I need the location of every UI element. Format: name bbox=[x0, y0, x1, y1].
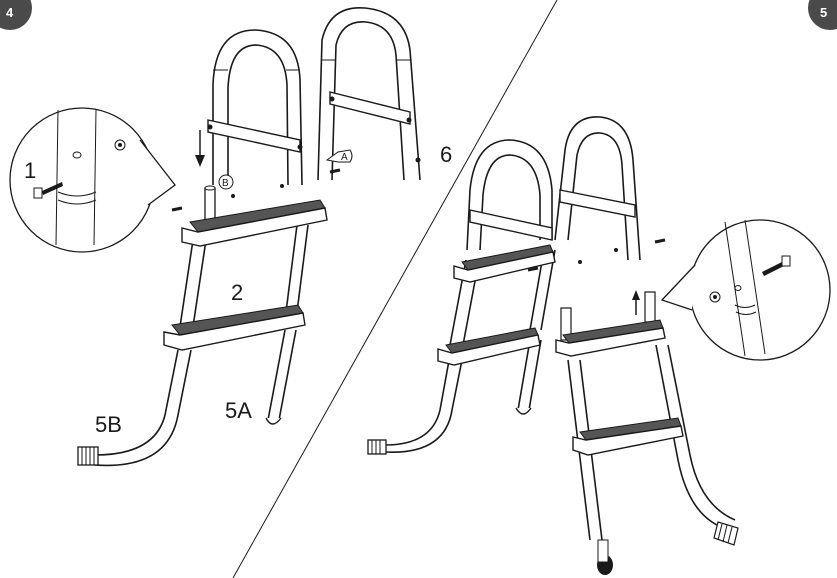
step-5-badge: 5 bbox=[808, 0, 837, 30]
callout-a-text: A bbox=[341, 152, 348, 163]
foot-cap-right bbox=[367, 439, 387, 455]
step-right-upper bbox=[453, 244, 556, 283]
label-part-5b: 5B bbox=[95, 412, 122, 437]
callout-a: A bbox=[325, 149, 353, 163]
label-part-1: 1 bbox=[24, 158, 36, 183]
arrow-up-icon bbox=[632, 290, 640, 315]
step-right-b-lower bbox=[572, 417, 684, 456]
bolt-icon bbox=[171, 168, 341, 212]
handrail-right-a bbox=[466, 139, 553, 251]
top-rail-part bbox=[317, 7, 421, 181]
handrail-left bbox=[207, 29, 303, 186]
ladder-frame-right-b bbox=[560, 291, 736, 575]
step-4-badge: 4 bbox=[0, 0, 32, 30]
detail-callout-left bbox=[9, 107, 176, 253]
callout-b-text: B bbox=[222, 178, 229, 189]
ladder-frame-right-a bbox=[384, 249, 556, 453]
label-part-2: 2 bbox=[231, 280, 243, 305]
step-5-number: 5 bbox=[820, 5, 827, 20]
handrail-right-b bbox=[554, 116, 641, 261]
foot-cap-5b bbox=[77, 446, 99, 466]
step-4-number: 4 bbox=[6, 5, 14, 20]
arrow-down-icon bbox=[195, 130, 205, 167]
step-right-lower bbox=[437, 327, 541, 366]
panel-divider bbox=[232, 0, 558, 578]
step-lower-left bbox=[163, 304, 306, 351]
foot-cap-right-b bbox=[713, 521, 739, 546]
label-part-6: 6 bbox=[440, 142, 452, 167]
label-part-5a: 5A bbox=[225, 398, 252, 423]
step-upper-left bbox=[181, 199, 328, 247]
step-right-b-upper bbox=[555, 319, 666, 357]
detail-callout-right bbox=[660, 219, 831, 361]
